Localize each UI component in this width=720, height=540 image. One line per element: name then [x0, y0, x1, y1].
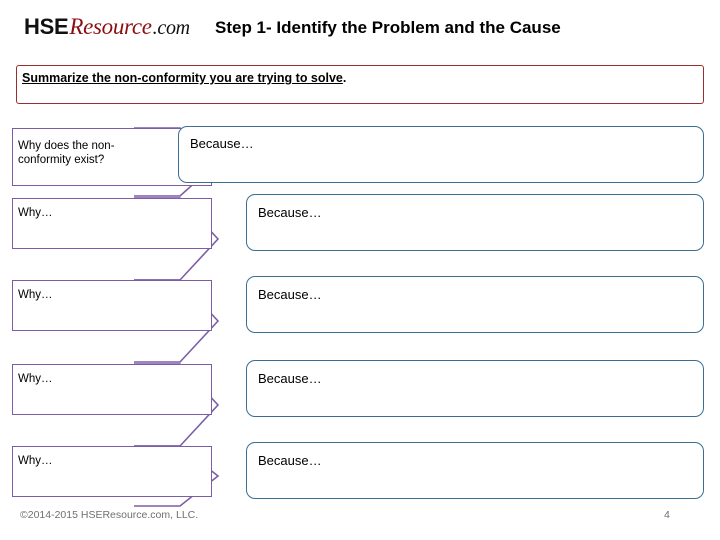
site-logo: HSEResource.com	[24, 14, 190, 40]
because-label-4: Because…	[258, 371, 322, 386]
why-label-1: Why does the non-conformity exist?	[18, 140, 115, 167]
logo-text-hse: HSE	[24, 14, 69, 39]
because-box-4[interactable]	[246, 360, 704, 417]
why-label-2: Why…	[18, 207, 53, 219]
footer-copyright: ©2014-2015 HSEResource.com, LLC.	[20, 509, 199, 521]
why-label-5: Why…	[18, 455, 53, 467]
because-label-3: Because…	[258, 287, 322, 302]
why-box-4[interactable]	[12, 364, 212, 415]
why-box-5[interactable]	[12, 446, 212, 497]
logo-text-resource: Resource	[69, 14, 152, 39]
summary-instruction: Summarize the non-conformity you are try…	[22, 71, 346, 85]
page-title: Step 1- Identify the Problem and the Cau…	[215, 18, 561, 37]
because-box-2[interactable]	[246, 194, 704, 251]
summary-input-box[interactable]	[16, 65, 704, 104]
logo-text-dotcom: .com	[152, 17, 190, 39]
because-box-3[interactable]	[246, 276, 704, 333]
why-box-3[interactable]	[12, 280, 212, 331]
because-label-2: Because…	[258, 205, 322, 220]
because-label-5: Because…	[258, 453, 322, 468]
because-label-1: Because…	[190, 136, 254, 151]
why-label-4: Why…	[18, 373, 53, 385]
why-box-2[interactable]	[12, 198, 212, 249]
summary-instruction-tail: .	[342, 71, 347, 85]
because-box-5[interactable]	[246, 442, 704, 499]
footer-page-number: 4	[664, 509, 670, 521]
why-label-3: Why…	[18, 289, 53, 301]
because-box-1[interactable]	[178, 126, 704, 183]
summary-instruction-underlined: Summarize the non-conformity you are try…	[22, 71, 343, 85]
